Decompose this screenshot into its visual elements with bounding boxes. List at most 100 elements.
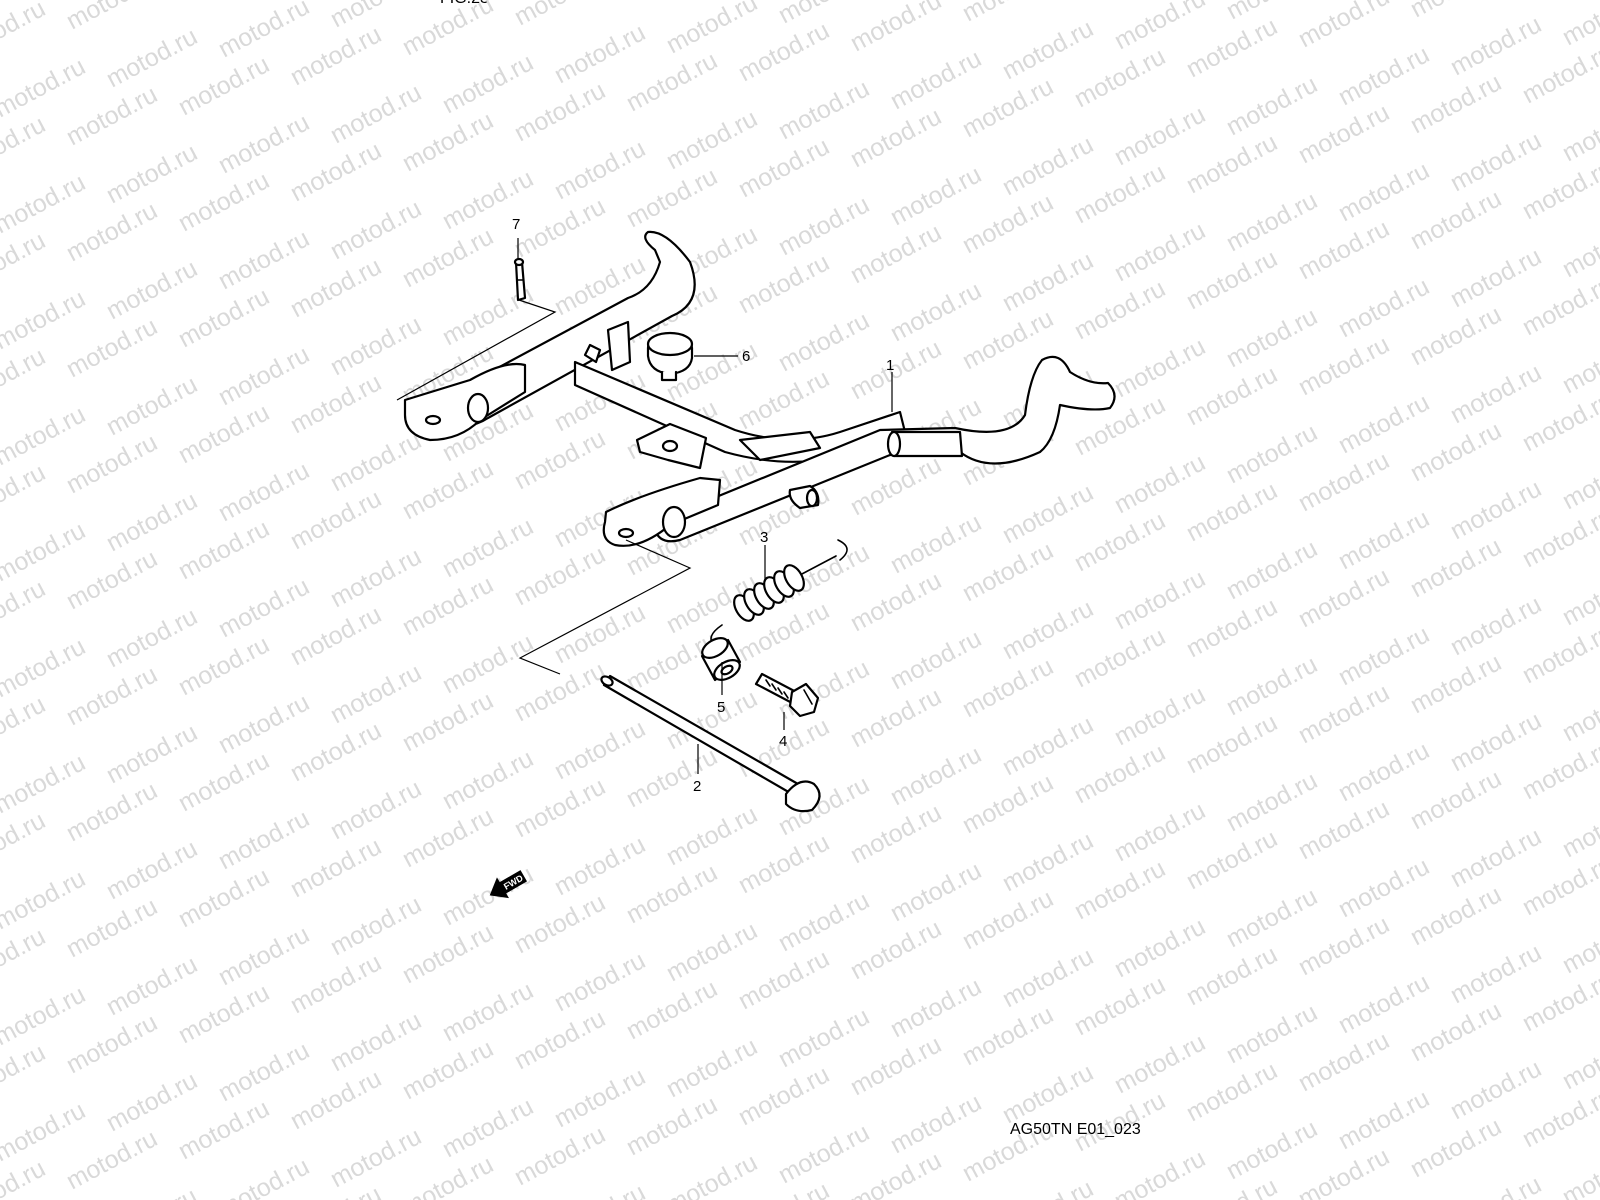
watermark-text: motod.ru [438, 976, 538, 1047]
watermark-text: motod.ru [0, 458, 50, 529]
watermark-text: motod.ru [1110, 912, 1210, 983]
watermark-text: motod.ru [958, 0, 1058, 27]
watermark-text: motod.ru [510, 1120, 610, 1191]
watermark-text: motod.ru [1222, 186, 1322, 257]
watermark-text: motod.ru [662, 916, 762, 987]
watermark-text: motod.ru [1294, 910, 1394, 981]
watermark-text: motod.ru [846, 798, 946, 869]
watermark-text: motod.ru [438, 164, 538, 235]
watermark-text: motod.ru [1518, 618, 1600, 689]
watermark-text: motod.ru [886, 856, 986, 927]
watermark-text: motod.ru [62, 544, 162, 615]
callout-7: 7 [512, 216, 520, 233]
watermark-text: motod.ru [1182, 1056, 1282, 1127]
watermark-text: motod.ru [1518, 386, 1600, 457]
watermark-text: motod.ru [1518, 850, 1600, 921]
callout-2: 2 [693, 778, 701, 795]
watermark-text: motod.ru [1446, 126, 1546, 197]
watermark-text: motod.ru [102, 718, 202, 789]
spring-coil [783, 564, 805, 592]
watermark-text: motod.ru [326, 426, 426, 497]
watermark-text: motod.ru [1558, 676, 1600, 747]
watermark-text: motod.ru [174, 282, 274, 353]
watermark-text: motod.ru [998, 710, 1098, 781]
watermark-text: motod.ru [286, 20, 386, 91]
watermark-text: motod.ru [846, 334, 946, 405]
watermark-text: motod.ru [1558, 1024, 1600, 1095]
watermark-text: motod.ru [1446, 1170, 1546, 1200]
watermark-text: motod.ru [0, 284, 90, 355]
watermark-text: motod.ru [1446, 358, 1546, 429]
watermark-text: motod.ru [1334, 40, 1434, 111]
shaft-part [600, 674, 821, 813]
watermark-text: motod.ru [958, 768, 1058, 839]
watermark-text: motod.ru [510, 424, 610, 495]
watermark-text: motod.ru [1182, 824, 1282, 895]
watermark-text: motod.ru [1406, 184, 1506, 255]
watermark-text: motod.ru [174, 1094, 274, 1165]
collar-part [700, 637, 742, 682]
watermark-text: motod.ru [326, 774, 426, 845]
watermark-text: motod.ru [326, 194, 426, 265]
watermark-text: motod.ru [398, 106, 498, 177]
watermark-text: motod.ru [510, 888, 610, 959]
watermark-text: motod.ru [886, 624, 986, 695]
watermark-text: motod.ru [510, 76, 610, 147]
watermark-text: motod.ru [1110, 564, 1210, 635]
watermark-text: motod.ru [1446, 706, 1546, 777]
watermark-text: motod.ru [1182, 940, 1282, 1011]
watermark-text: motod.ru [0, 1038, 50, 1109]
spring-part [710, 539, 848, 651]
watermark-text: motod.ru [214, 1036, 314, 1107]
watermark-text: motod.ru [774, 74, 874, 145]
watermark-text: motod.ru [662, 0, 762, 59]
watermark-text: motod.ru [1446, 938, 1546, 1009]
watermark-text: motod.ru [1182, 128, 1282, 199]
watermark-text: motod.ru [1558, 1140, 1600, 1200]
watermark-text: motod.ru [438, 1092, 538, 1163]
watermark-text: motod.ru [1222, 998, 1322, 1069]
watermark-text: motod.ru [550, 134, 650, 205]
watermark-text: motod.ru [214, 1152, 314, 1200]
watermark-text: motod.ru [998, 1058, 1098, 1129]
watermark-text: motod.ru [102, 486, 202, 557]
watermark-text: motod.ru [622, 742, 722, 813]
watermark-text: motod.ru [662, 1032, 762, 1103]
cotter-pin-part [513, 257, 527, 302]
watermark-text: motod.ru [1222, 650, 1322, 721]
watermark-text: motod.ru [1518, 38, 1600, 109]
watermark-text: motod.ru [1518, 270, 1600, 341]
watermark-text: motod.ru [62, 0, 162, 35]
watermark-text: motod.ru [1110, 100, 1210, 171]
watermark-text: motod.ru [438, 744, 538, 815]
watermark-text: motod.ru [1334, 504, 1434, 575]
watermark-text: motod.ru [846, 0, 946, 57]
watermark-text: motod.ru [1446, 474, 1546, 545]
watermark-text: motod.ru [326, 542, 426, 613]
watermark-text: motod.ru [1518, 1082, 1600, 1153]
watermark-text: motod.ru [1294, 330, 1394, 401]
watermark-text: motod.ru [0, 748, 90, 819]
watermark-text: motod.ru [510, 656, 610, 727]
bolt-part [754, 672, 820, 718]
watermark-text: motod.ru [1182, 592, 1282, 663]
watermark-text: motod.ru [1294, 678, 1394, 749]
watermark-text: motod.ru [734, 828, 834, 899]
watermark-text: motod.ru [326, 658, 426, 729]
watermark-text: motod.ru [62, 428, 162, 499]
watermark-text: motod.ru [774, 1118, 874, 1189]
watermark-text: motod.ru [174, 0, 274, 5]
watermark-text: motod.ru [0, 574, 50, 645]
watermark-text: motod.ru [846, 682, 946, 753]
diagram-code: AG50TN E01_023 [1010, 1121, 1141, 1138]
watermark-text: motod.ru [1334, 968, 1434, 1039]
watermark-text: motod.ru [438, 48, 538, 119]
watermark-text: motod.ru [1446, 242, 1546, 313]
watermark-text: motod.ru [550, 18, 650, 89]
watermark-text: motod.ru [846, 218, 946, 289]
watermark-text: motod.ru [1518, 154, 1600, 225]
watermark-text: motod.ru [662, 800, 762, 871]
watermark-text: motod.ru [398, 686, 498, 757]
watermark-text: motod.ru [1558, 908, 1600, 979]
watermark-text: motod.ru [0, 632, 90, 703]
